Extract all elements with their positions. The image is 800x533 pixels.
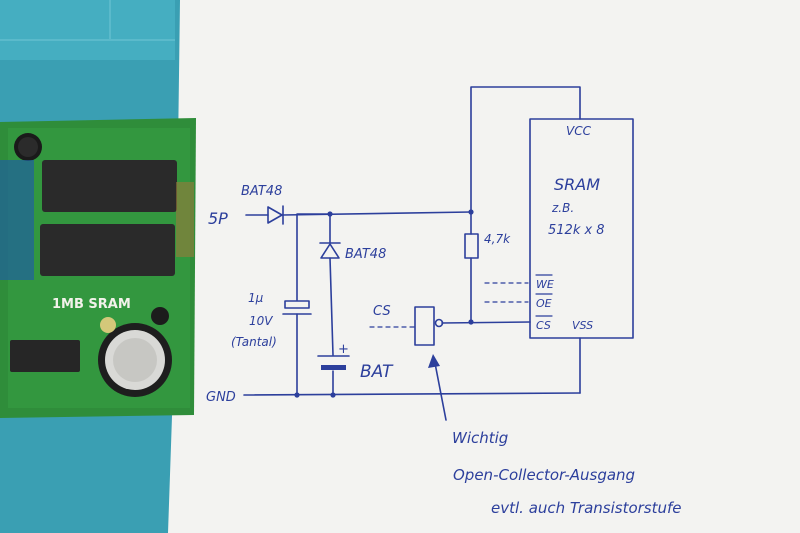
note-line-1: Wichtig: [452, 429, 508, 447]
cap-type-label: (Tantal): [231, 335, 277, 349]
schematic-drawing: BAT48 5P BAT48 1µ 10V (Tantal) + BAT GND…: [206, 86, 682, 517]
cs-label: CS: [373, 304, 391, 319]
note-line-3: evtl. auch Transistorstufe: [491, 499, 682, 517]
cap-wire: [296, 213, 331, 301]
chip-subtitle-1: z.B.: [551, 201, 574, 215]
resistor-array: [0, 160, 34, 280]
annotation-arrow: [433, 357, 447, 421]
note-line-2: Open-Collector-Ausgang: [453, 466, 635, 484]
logic-ic: [10, 340, 80, 372]
vcc-wire: [470, 86, 581, 213]
paper-sheet: [168, 0, 800, 533]
pcb-board: 1MB SRAM: [0, 118, 196, 418]
supply-label: 5P: [208, 209, 228, 228]
pin-vcc-label: VCC: [566, 124, 592, 138]
chip-title: SRAM: [554, 175, 600, 194]
ground-label: GND: [206, 390, 236, 405]
resistor-label: 4,7k: [484, 232, 511, 246]
sram-chip-symbol: [529, 118, 634, 339]
cap-value-label: 1µ: [248, 291, 264, 305]
ground-rail: [243, 392, 581, 396]
diode-vertical-label: BAT48: [345, 247, 386, 262]
open-collector-gate: [414, 306, 435, 346]
mat-grid-cell: [0, 0, 175, 60]
pin-cs-label: CS: [536, 319, 551, 332]
battery-plus-label: +: [338, 342, 349, 357]
pcb-silkscreen-label: 1MB SRAM: [52, 297, 131, 312]
battery-label: BAT: [360, 362, 394, 382]
tantalum-capacitor: [284, 300, 310, 309]
battery-negative-plate: [321, 365, 346, 370]
diode-top-label: BAT48: [241, 184, 282, 199]
diode-bat48-series: [267, 206, 283, 224]
sram-chip-2: [40, 224, 175, 276]
pin-oe-label: OE: [536, 297, 552, 310]
pin-vss-label: VSS: [572, 319, 593, 332]
pin-we-label: WE: [536, 278, 554, 291]
cs-wire: [441, 321, 531, 324]
chip-subtitle-2: 512k x 8: [548, 223, 605, 238]
sram-chip-1: [42, 160, 177, 212]
cap-voltage-label: 10V: [249, 314, 273, 328]
